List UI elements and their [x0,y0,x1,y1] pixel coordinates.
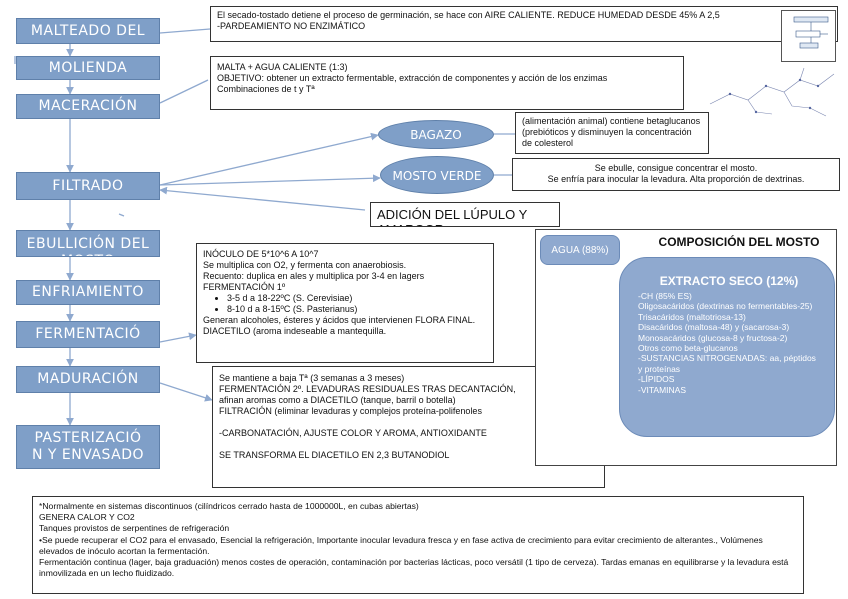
inoculo-note: INÓCULO DE 5*10^6 A 10^7 Se multiplica c… [196,243,494,363]
malteado-note: El secado-tostado detiene el proceso de … [210,6,838,42]
inoculo-line5: Generan alcoholes, ésteres y ácidos que … [203,315,476,336]
agua-label: AGUA (88%) [551,244,609,256]
step-fermentacion-label: FERMENTACIÓ [35,326,141,342]
maduracion-line3: afinan aromas como a DIACETILO (tanque, … [219,395,456,405]
step-ebullicion: EBULLICIÓN DEL MOSTO [16,230,160,257]
step-fermentacion: FERMENTACIÓ [16,321,160,348]
step-molienda: MOLIENDA [16,56,160,80]
step-ebullicion-label: EBULLICIÓN DEL MOSTO [26,236,150,256]
agua-box: AGUA (88%) [540,235,620,265]
extracto-line: -CH (85% ES) [638,291,692,301]
extracto-line: Monosacáridos (glucosa-8 y fructosa-2) [638,332,788,343]
mosto-verde-note: Se ebulle, consigue concentrar el mosto.… [512,158,840,191]
step-maduracion-label: MADURACIÓN [37,371,139,387]
extracto-line: Trisacáridos (maltotriosa-13) [638,311,746,322]
bagazo-note: (alimentación animal) contiene betagluca… [515,112,709,154]
step-pasterizacion-label-2: N Y ENVASADO [31,447,145,463]
inset-diagram-icon [793,16,829,49]
maceracion-note-line1: MALTA + AGUA CALIENTE (1:3) [217,62,348,72]
extracto-seco-box: EXTRACTO SECO (12%) -CH (85% ES) Oligosa… [619,257,835,437]
maduracion-line4: FILTRACIÓN (eliminar levaduras y complej… [219,406,482,416]
footer-line5: Fermentación continua (lager, baja gradu… [39,557,789,579]
inoculo-line4: FERMENTACIÓN 1º [203,282,286,292]
extracto-line: Disacáridos (maltosa-48) y (sacarosa-3) [638,322,790,333]
mosto-verde-note-line2: Se enfría para inocular la levadura. Alt… [547,174,805,184]
step-malteado-label: MALTEADO DEL [30,22,146,39]
extracto-seco-title: EXTRACTO SECO (12%) [659,274,799,288]
maduracion-line6: SE TRANSFORMA EL DIACETILO EN 2,3 BUTANO… [219,450,450,460]
malteado-note-line1: El secado-tostado detiene el proceso de … [217,10,720,20]
mosto-verde-note-line1: Se ebulle, consigue concentrar el mosto. [594,163,758,173]
extracto-line: -LÍPIDOS [638,374,675,385]
extracto-line: Oligosacáridos (dextrinas no fermentable… [638,301,813,312]
extracto-line: -SUSTANCIAS NITROGENADAS: aa, péptidos y… [638,353,816,374]
step-filtrado-label: FILTRADO [52,177,124,194]
step-filtrado: FILTRADO [16,172,160,200]
extracto-seco-list: -CH (85% ES) Oligosacáridos (dextrinas n… [638,291,820,395]
step-enfriamiento-label: ENFRIAMIENTO [32,284,144,300]
inoculo-line1: INÓCULO DE 5*10^6 A 10^7 [203,249,319,259]
footer-line4: •Se puede recuperar el CO2 para el envas… [39,534,763,556]
extracto-line: -VITAMINAS [638,384,687,395]
lupulo-note: ADICIÓN DEL LÚPULO Y AMARGOR [370,202,560,227]
composicion-panel: COMPOSICIÓN DEL MOSTO AGUA (88%) EXTRACT… [535,229,837,466]
bagazo-note-text: (alimentación animal) contiene betagluca… [522,116,701,148]
bagazo-ellipse: BAGAZO [378,120,494,149]
inoculo-bullet2: 8-10 d a 8-15ºC (S. Pasterianus) [227,304,487,315]
composicion-title: COMPOSICIÓN DEL MOSTO [658,235,820,249]
inoculo-bullets: 3-5 d a 18-22ºC (S. Cerevisiae) 8-10 d a… [203,293,487,315]
inoculo-line2: Se multiplica con O2, y fermenta con ana… [203,260,407,270]
maduracion-line5: -CARBONATACIÓN, AJUSTE COLOR Y AROMA, AN… [219,428,487,438]
footer-note: *Normalmente en sistemas discontinuos (c… [32,496,804,594]
inset-diagram-image [781,10,836,62]
mosto-verde-ellipse: MOSTO VERDE [380,156,494,194]
footer-line2: GENERA CALOR Y CO2 [39,512,135,523]
step-pasterizacion-label-1: PASTERIZACIÓ [34,430,142,446]
maceracion-note-line2: OBJETIVO: obtener un extracto fermentabl… [217,73,608,83]
step-maceracion-label: MACERACIÓN [38,98,138,114]
maceracion-note: MALTA + AGUA CALIENTE (1:3) OBJETIVO: ob… [210,56,684,110]
inoculo-line3: Recuento: duplica en ales y multiplica p… [203,271,425,281]
footer-line3: Tanques provistos de serpentines de refr… [39,523,230,534]
step-molienda-label: MOLIENDA [48,59,128,76]
step-enfriamiento: ENFRIAMIENTO [16,280,160,305]
step-malteado: MALTEADO DEL [16,18,160,44]
footer-line1: *Normalmente en sistemas discontinuos (c… [39,501,419,511]
maduracion-line1: Se mantiene a baja Tª (3 semanas a 3 mes… [219,373,405,383]
maceracion-note-line3: Combinaciones de t y Tª [217,84,315,94]
step-pasterizacion: PASTERIZACIÓ N Y ENVASADO [16,425,160,469]
malteado-note-line2: -PARDEAMIENTO NO ENZIMÁTICO [217,21,366,31]
molecule-sketch-image [709,67,835,117]
extracto-line: Otros como beta-glucanos [638,343,738,354]
inoculo-bullet1: 3-5 d a 18-22ºC (S. Cerevisiae) [227,293,487,304]
maduracion-line2: FERMENTACIÓN 2º. LEVADURAS RESIDUALES TR… [219,384,516,394]
step-maceracion: MACERACIÓN [16,94,160,119]
mosto-verde-label: MOSTO VERDE [392,169,482,183]
lupulo-label: ADICIÓN DEL LÚPULO Y AMARGOR [377,207,528,226]
bagazo-label: BAGAZO [410,127,462,142]
step-maduracion: MADURACIÓN [16,366,160,393]
